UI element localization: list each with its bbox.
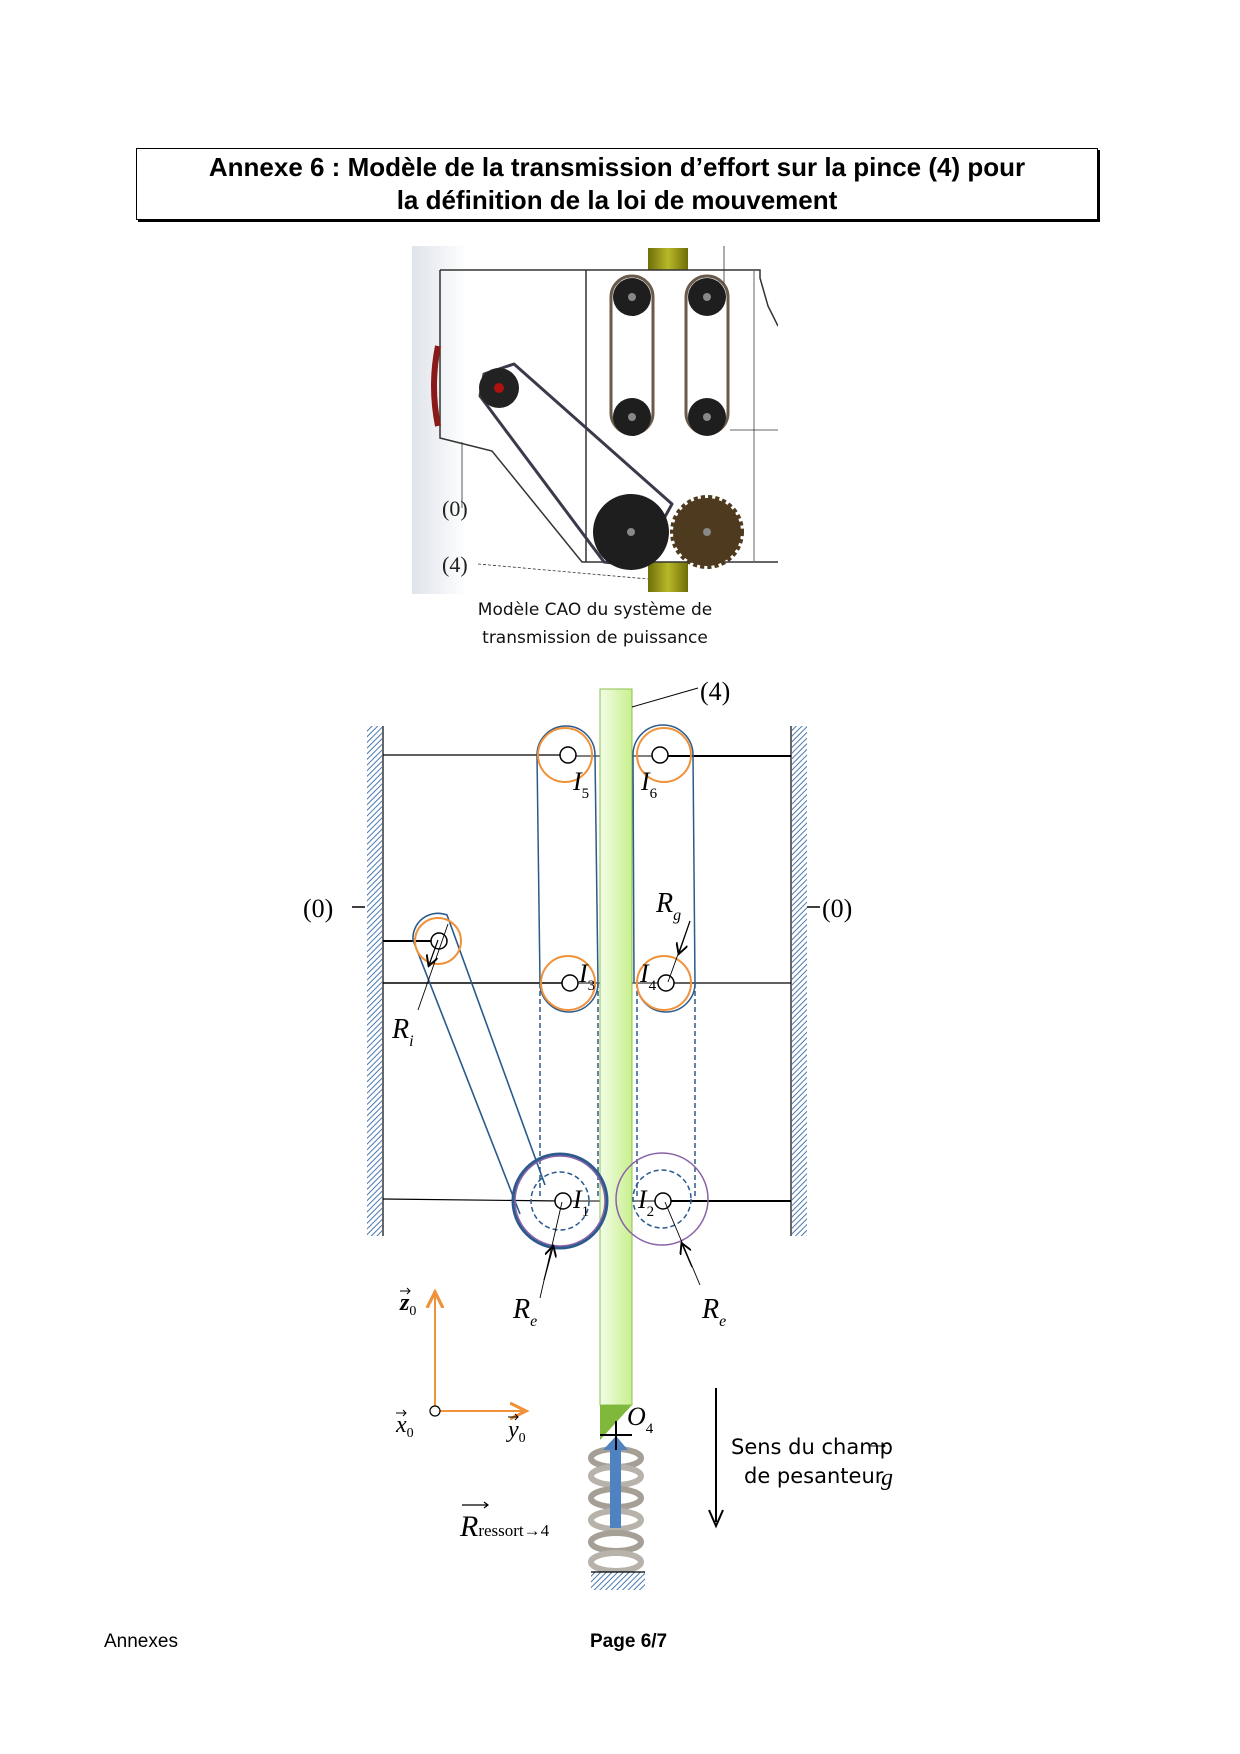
cao-rod-top (648, 248, 688, 270)
axis-I6 (651, 746, 669, 764)
spring-ground (591, 1572, 645, 1590)
cao-axle (628, 293, 636, 301)
belt-diagonal (412, 912, 546, 1215)
footer-page-number: Page 6/7 (590, 1631, 668, 1652)
pulley-I3 (540, 955, 596, 1011)
cao-label-frame: (0) (442, 496, 468, 521)
axis-x0-point (429, 1405, 441, 1417)
pulley-I1-outer-belt (511, 1152, 609, 1250)
gripper-rod (599, 688, 633, 1406)
vector-arrow-z0 (400, 1287, 411, 1295)
label-I5: I5 (572, 767, 589, 802)
axis-I2 (654, 1192, 672, 1210)
pulley-Ri (414, 917, 462, 965)
gripper-leader (631, 687, 699, 708)
leader-Re-left (539, 1201, 563, 1299)
vector-arrow-force (462, 1501, 489, 1509)
arrow-Re-right (682, 1244, 693, 1268)
pulley-I4 (636, 955, 692, 1011)
cao-label-gripper: (4) (442, 552, 468, 577)
label-I4: I4 (639, 959, 657, 994)
label-frame-right: (0) (822, 894, 852, 923)
cao-axle (627, 528, 635, 536)
gravity-label-line2: de pesanteur (744, 1464, 884, 1488)
cao-gear-I2 (670, 495, 744, 569)
annex-title-line1: Annexe 6 : Modèle de la transmission d’e… (208, 152, 1026, 182)
pulley-I1 (514, 1155, 606, 1247)
pulley-I1-inner (530, 1171, 590, 1231)
label-I6: I6 (640, 767, 658, 802)
link-I1 (382, 1198, 561, 1202)
vector-arrow-x0 (396, 1409, 407, 1417)
cao-axle (703, 293, 711, 301)
cao-caption-line2: transmission de puissance (482, 628, 708, 648)
belt-arc-I3 (539, 982, 599, 1013)
label-y0: y0 (506, 1417, 526, 1446)
belt-I6-I4 (632, 724, 696, 984)
axis-I3 (561, 974, 579, 992)
cao-axle-red (494, 383, 504, 393)
label-x0: x0 (395, 1412, 414, 1441)
cao-knob (431, 345, 441, 427)
label-gripper: (4) (700, 677, 730, 706)
gravity-symbol: g (881, 1465, 893, 1491)
axis-Ri (430, 932, 448, 950)
kinematic-schema: (0) (0) (4) I5 I6 I3 I4 I1 I2 O4 Rg Ri R… (0, 640, 1240, 1600)
arrow-Rg (679, 920, 691, 953)
label-Rg: Rg (655, 888, 681, 924)
pulley-I2-inner (632, 1169, 692, 1229)
gravity-label-line1: Sens du champ (731, 1435, 893, 1459)
label-O4: O4 (627, 1402, 654, 1437)
axis-I5 (559, 746, 577, 764)
cao-leader-4 (477, 563, 649, 580)
cao-caption: Modèle CAO du système de transmission de… (412, 596, 778, 652)
belt-I5-I3 (536, 725, 599, 984)
cao-model-image: (0) (4) (412, 246, 779, 594)
cao-axle (703, 413, 711, 421)
vector-arrow-y0 (508, 1413, 519, 1421)
label-frame-left: (0) (303, 894, 333, 923)
label-z0: z0 (399, 1290, 416, 1319)
pulley-I2 (615, 1152, 709, 1246)
spring-force-arrow-shaft (610, 1448, 621, 1528)
label-spring-force: Rressort→4 (459, 1510, 550, 1543)
label-Re-left: Re (512, 1294, 537, 1330)
frame-wall-left (367, 726, 382, 1236)
gravity-arrow-head (708, 1509, 724, 1529)
arrow-Re-left (543, 1247, 553, 1281)
footer-section: Annexes (104, 1631, 178, 1652)
label-I1: I1 (572, 1185, 589, 1220)
cao-rod-bottom (648, 562, 688, 592)
arrow-Ri (429, 939, 439, 965)
label-I3: I3 (578, 959, 595, 994)
label-Re-right: Re (701, 1294, 726, 1330)
annex-title-box: Annexe 6 : Modèle de la transmission d’e… (136, 148, 1098, 220)
axis-I1 (554, 1192, 572, 1210)
annex-title-line2: la définition de la loi de mouvement (396, 185, 838, 215)
pulley-I6 (636, 727, 692, 783)
axis-I4 (657, 974, 675, 992)
pulley-I5 (537, 727, 593, 783)
cao-caption-line1: Modèle CAO du système de (477, 600, 713, 620)
cao-axle (628, 413, 636, 421)
label-I2: I2 (637, 1185, 654, 1220)
frame-wall-right (792, 726, 807, 1236)
cao-frame-top (440, 269, 779, 327)
vector-arrow-g (871, 1443, 886, 1449)
label-Ri: Ri (391, 1014, 414, 1050)
